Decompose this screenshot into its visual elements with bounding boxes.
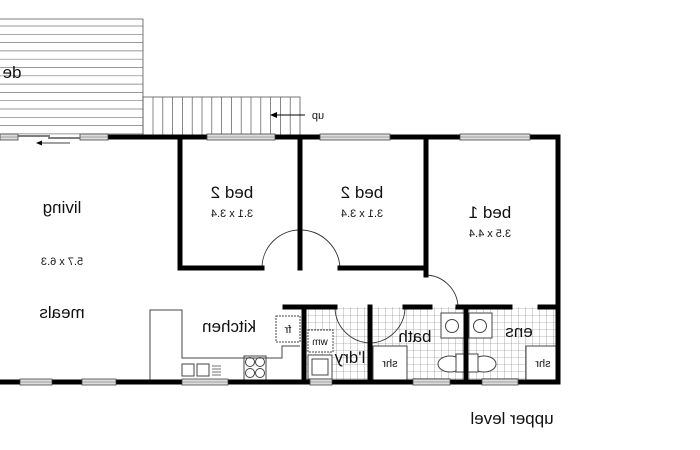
bed2a-label: bed 2 <box>211 183 254 202</box>
laundry-label: l'dry <box>334 348 365 367</box>
bed2a-size: 3.1 x 3.4 <box>211 208 253 220</box>
meals-label: meals <box>39 303 84 322</box>
sink-icon <box>181 363 221 377</box>
fridge-label: fr <box>284 324 291 336</box>
wet-area-tiles <box>305 307 558 382</box>
deck-label: de <box>3 63 22 82</box>
windows <box>0 133 531 386</box>
shr-bath-label: shr <box>382 358 398 370</box>
bed1-label: bed 1 <box>469 203 512 222</box>
toilet-icon <box>437 353 497 373</box>
washing-machine <box>307 329 334 353</box>
ens-label: ens <box>505 322 532 341</box>
shr-ens-label: shr <box>535 358 551 370</box>
kitchen-bench <box>149 309 300 382</box>
bed2b-label: bed 2 <box>341 183 384 202</box>
sliding-door <box>18 135 80 139</box>
fridge <box>275 315 301 343</box>
bath-label: bath <box>398 327 431 346</box>
wm-label: wm <box>312 337 329 348</box>
stairs-label: up <box>312 110 324 122</box>
bed1-size: 3.5 x 4.4 <box>469 228 511 240</box>
living-label: living <box>43 198 82 217</box>
door-swings <box>261 229 459 344</box>
deck <box>0 18 144 135</box>
plan-title: upper level <box>470 409 553 428</box>
cooktop-icon <box>243 355 267 381</box>
shower-bath <box>372 345 408 381</box>
kitchen-label: kitchen <box>202 317 256 336</box>
sliding-door-arrow-icon <box>36 140 70 146</box>
basin-icon <box>440 312 493 339</box>
living-size: 5.7 x 6.3 <box>41 256 83 268</box>
up-arrow-icon <box>270 112 305 118</box>
bed2b-size: 3.1 x 3.4 <box>341 208 383 220</box>
